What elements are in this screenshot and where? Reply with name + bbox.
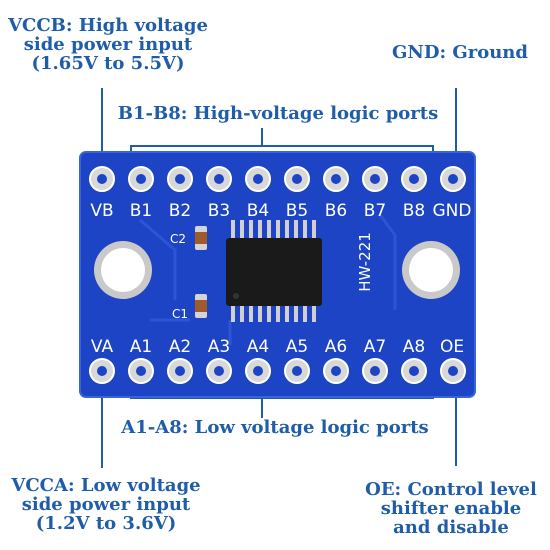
- label-chip-marking: HW-221: [356, 232, 374, 292]
- label-a6: A6: [325, 337, 347, 357]
- callout-b-ports-line1: B1-B8: High-voltage logic ports: [117, 103, 439, 124]
- ic-chip: [226, 238, 322, 306]
- label-a4: A4: [247, 337, 269, 357]
- callout-vccb-line1: VCCB: High voltage: [8, 15, 208, 36]
- ic-pin1-dot: [233, 293, 239, 299]
- top-pin-labels: VB B1 B2 B3 B4 B5 B6 B7 B8 GND: [90, 201, 471, 221]
- label-a2: A2: [169, 337, 191, 357]
- callout-oe-line1: OE: Control level: [365, 479, 537, 500]
- label-b5: B5: [286, 201, 308, 221]
- label-gnd: GND: [433, 201, 472, 221]
- label-a8: A8: [403, 337, 425, 357]
- label-b3: B3: [208, 201, 230, 221]
- callout-b-ports: B1-B8: High-voltage logic ports: [108, 104, 448, 123]
- callout-gnd-line1: GND: Ground: [392, 42, 528, 63]
- callout-vcca-line2: side power input: [21, 494, 191, 515]
- label-c2: C2: [170, 232, 186, 246]
- pcb-traces: [139, 214, 397, 345]
- label-b4: B4: [247, 201, 269, 221]
- mounting-hole-right-inner: [409, 248, 453, 292]
- label-b1: B1: [130, 201, 152, 221]
- callout-vcca-line3: (1.2V to 3.6V): [35, 513, 177, 534]
- callout-vccb: VCCB: High voltage side power input (1.6…: [8, 16, 208, 73]
- label-b8: B8: [403, 201, 425, 221]
- label-b2: B2: [169, 201, 191, 221]
- label-c1: C1: [172, 307, 188, 321]
- label-va: VA: [91, 337, 114, 357]
- bottom-pin-labels: VA A1 A2 A3 A4 A5 A6 A7 A8 OE: [91, 337, 464, 357]
- label-a5: A5: [286, 337, 308, 357]
- label-vb: VB: [90, 201, 113, 221]
- leader-b-ports-bracket: [130, 145, 434, 152]
- callout-a-ports: A1-A8: Low voltage logic ports: [110, 418, 440, 437]
- label-a3: A3: [208, 337, 230, 357]
- label-b6: B6: [325, 201, 347, 221]
- callout-oe-line3: and disable: [393, 517, 509, 538]
- label-a1: A1: [130, 337, 152, 357]
- label-b7: B7: [364, 201, 386, 221]
- callout-oe: OE: Control level shifter enable and dis…: [356, 480, 546, 537]
- callout-oe-line2: shifter enable: [380, 498, 522, 519]
- mounting-hole-left-inner: [101, 248, 145, 292]
- label-a7: A7: [364, 337, 386, 357]
- callout-vcca: VCCA: Low voltage side power input (1.2V…: [8, 476, 204, 533]
- callout-vccb-line2: side power input: [23, 34, 193, 55]
- callout-vccb-line3: (1.65V to 5.5V): [31, 53, 185, 74]
- callout-a-ports-line1: A1-A8: Low voltage logic ports: [121, 417, 429, 438]
- callout-gnd: GND: Ground: [385, 43, 535, 62]
- callout-vcca-line1: VCCA: Low voltage: [11, 475, 201, 496]
- ic-chip-legs: [231, 220, 316, 322]
- pcb-highlight: [79, 151, 476, 398]
- label-oe: OE: [440, 337, 464, 357]
